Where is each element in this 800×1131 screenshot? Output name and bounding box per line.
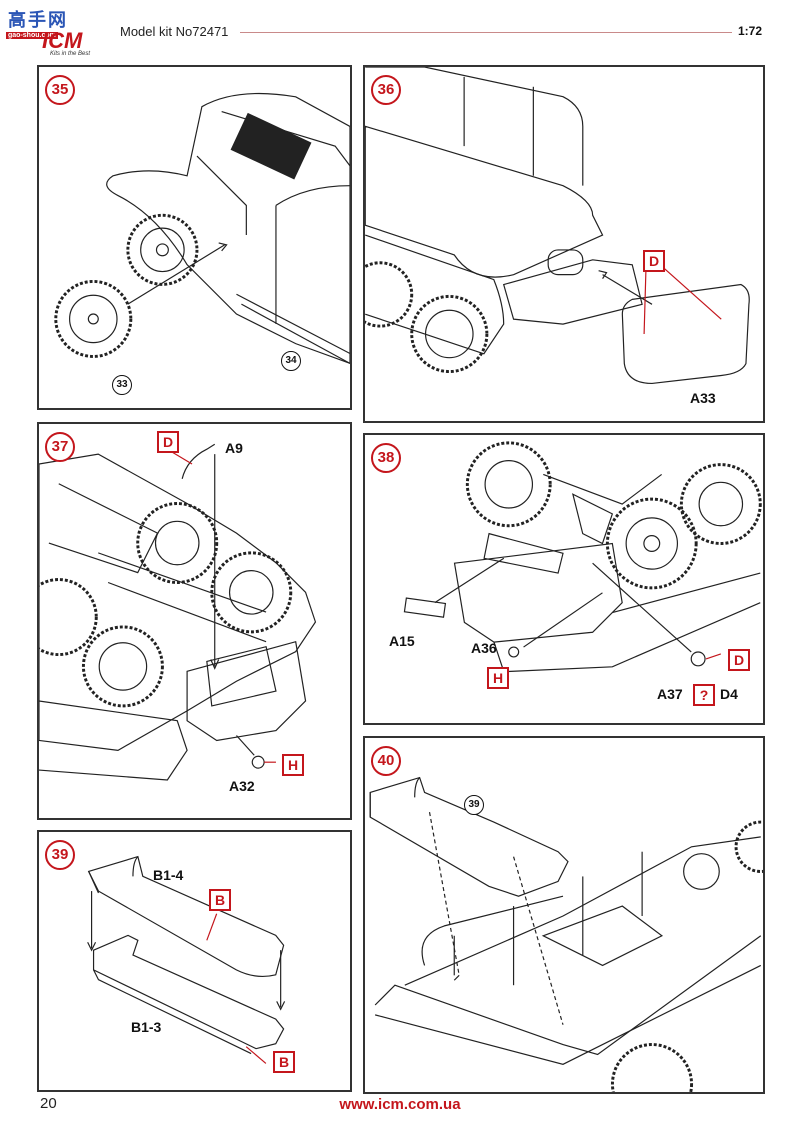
header-divider (240, 32, 732, 33)
step-number: 36 (371, 75, 401, 105)
logo-site-text: gao-shou.com (6, 32, 58, 39)
step-number: 35 (45, 75, 75, 105)
logo-brand: ICM (42, 28, 83, 53)
part-label-a15: A15 (389, 633, 415, 649)
step-35-illustration (54, 92, 350, 365)
step-36-panel: 36 D A33 (363, 65, 765, 423)
part-label-a37: A37 (657, 686, 683, 702)
part-label-b1-4: B1-4 (153, 867, 184, 883)
kit-title: Model kit No72471 (120, 24, 229, 39)
step-number: 39 (45, 840, 75, 870)
step-number: 37 (45, 432, 75, 462)
part-label-d4: D4 (720, 686, 738, 702)
step-40-panel: 40 39 (363, 736, 765, 1094)
part-label-a32: A32 (229, 778, 255, 794)
website-link[interactable]: www.icm.com.ua (339, 1096, 461, 1113)
step-number: 38 (371, 443, 401, 473)
logo-slogan: Kits in the Best (50, 51, 91, 57)
part-label-a36: A36 (471, 640, 497, 656)
logo-cn-text: 高手网 (8, 10, 68, 31)
part-label-a33: A33 (690, 390, 716, 406)
part-label-b1-3: B1-3 (131, 1019, 162, 1035)
step-40-illustration (369, 776, 763, 1092)
step-number: 40 (371, 746, 401, 776)
page-number: 20 (40, 1095, 57, 1112)
paint-code-h: H (487, 667, 509, 689)
paint-code-unknown: ? (693, 684, 715, 706)
paint-code-b: B (209, 889, 231, 911)
step-39-illustration (87, 855, 286, 1064)
paint-code-d: D (643, 250, 665, 272)
ref-step-39: 39 (464, 795, 484, 815)
step-37-panel: 37 D A9 H A32 (37, 422, 352, 820)
part-label-a9: A9 (225, 440, 243, 456)
step-36-illustration (365, 67, 750, 385)
ref-step-33: 33 (112, 375, 132, 395)
step-38-panel: 38 A15 A36 H D A37 ? D4 (363, 433, 765, 725)
step-39-panel: 39 B1-4 B B1-3 B (37, 830, 352, 1092)
step-35-panel: 35 33 34 (37, 65, 352, 410)
paint-code-d: D (157, 431, 179, 453)
step-37-illustration (39, 443, 317, 781)
icm-logo: 高手网 gao-shou.com ICM Kits in the Best (4, 4, 96, 60)
paint-code-b: B (273, 1051, 295, 1073)
step-38-illustration (403, 441, 762, 673)
ref-step-34: 34 (281, 351, 301, 371)
scale-label: 1:72 (737, 24, 762, 38)
paint-code-h: H (282, 754, 304, 776)
paint-code-d: D (728, 649, 750, 671)
